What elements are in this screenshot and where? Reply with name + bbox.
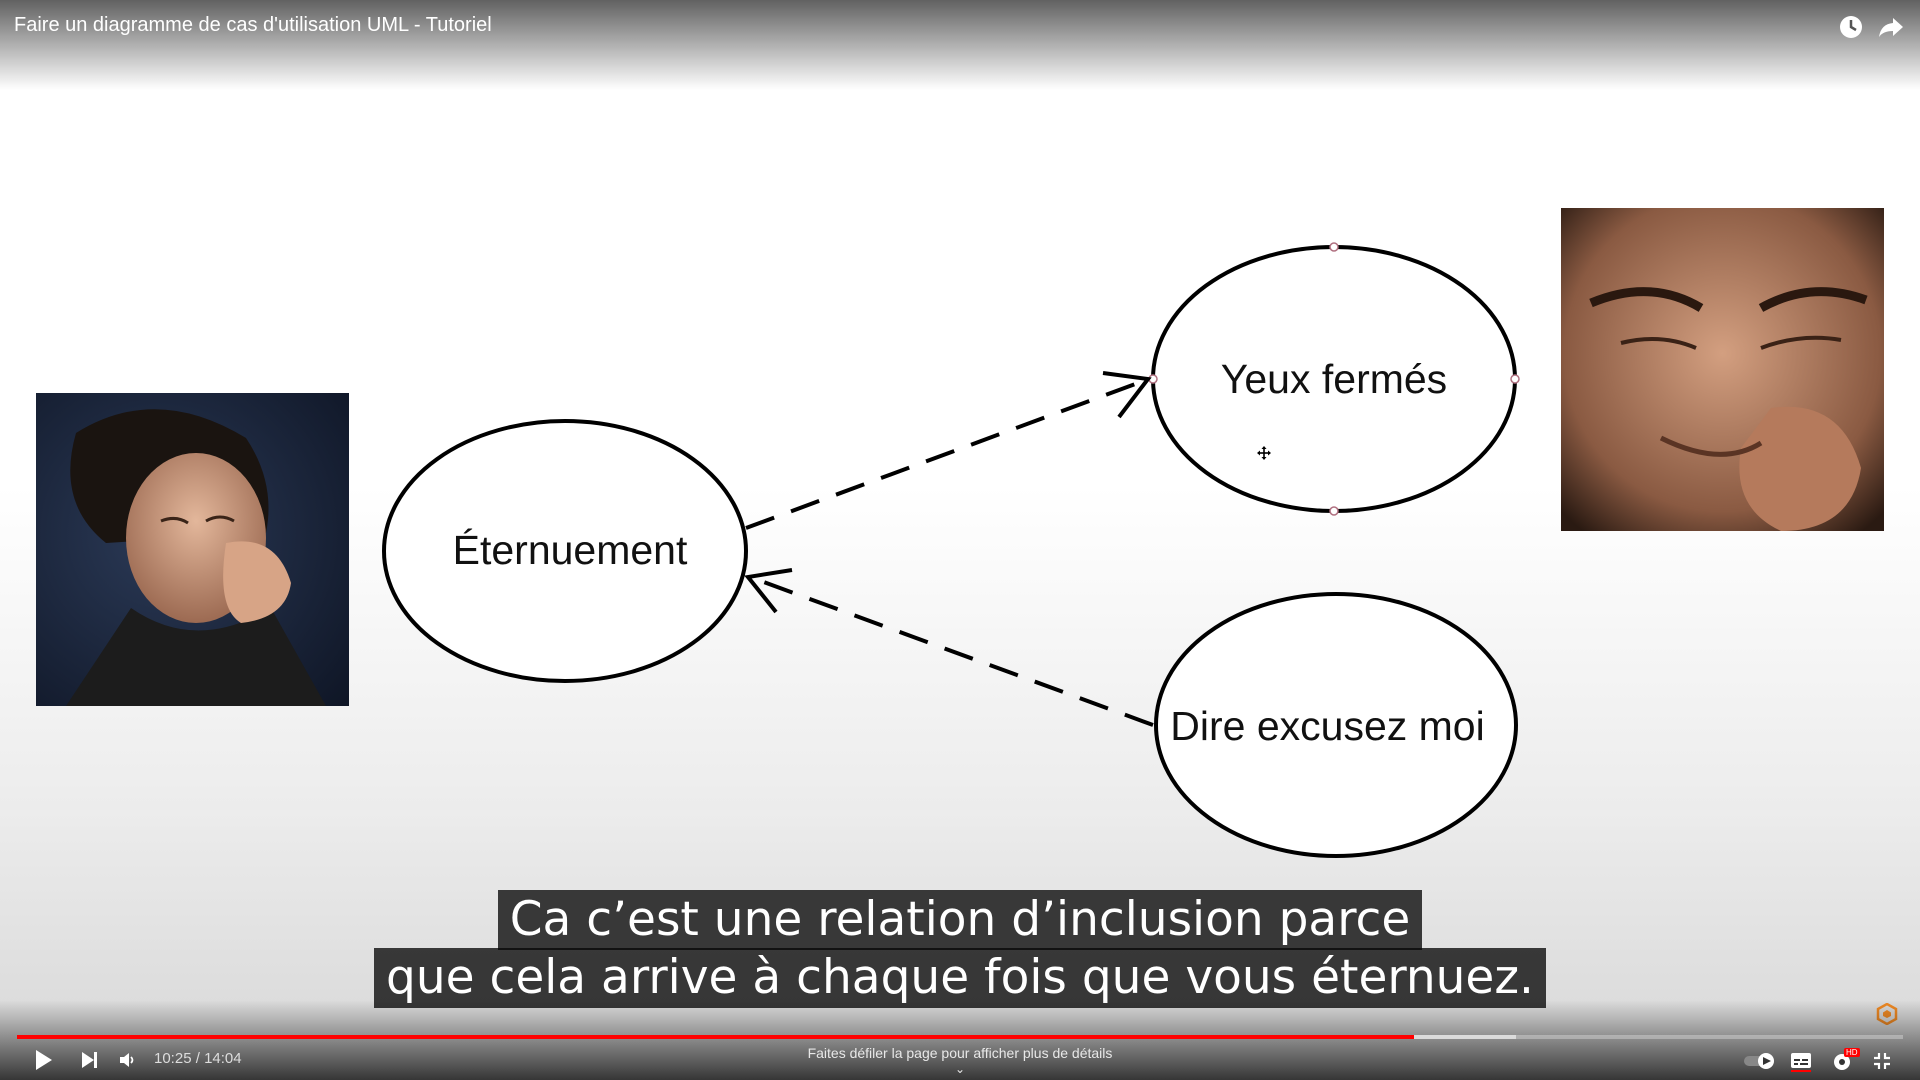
- use-case-excuse-ellipse: [1154, 592, 1518, 858]
- subtitle-line-1: Ca c’est une relation d’inclusion parce: [497, 890, 1423, 950]
- video-title[interactable]: Faire un diagramme de cas d'utilisation …: [14, 14, 492, 36]
- autoplay-toggle-icon[interactable]: [1743, 1052, 1777, 1070]
- selection-handle-bottom: [1329, 506, 1339, 516]
- bottom-gradient: [0, 1000, 1920, 1080]
- use-case-eyes-label: Yeux fermés: [1220, 356, 1448, 402]
- include-arrow-to-eyes: [745, 378, 1147, 530]
- use-case-excuse-label: Dire excusez moi: [1170, 703, 1485, 749]
- include-arrow-from-excuse: [749, 575, 1154, 727]
- hd-badge: HD: [1844, 1048, 1860, 1057]
- closed-eyes-man-photo: [1561, 208, 1884, 531]
- sneezing-woman-photo: [36, 393, 349, 706]
- chevron-down-icon: ⌄: [954, 1062, 966, 1076]
- next-icon[interactable]: [80, 1050, 100, 1070]
- progress-bar[interactable]: [17, 1035, 1903, 1039]
- share-icon[interactable]: [1876, 12, 1906, 42]
- use-case-main-label: Éternuement: [452, 527, 688, 573]
- gear-icon[interactable]: HD: [1832, 1048, 1860, 1072]
- move-cursor-icon: [1257, 446, 1271, 460]
- top-gradient: [0, 0, 1920, 90]
- play-icon[interactable]: [33, 1048, 55, 1072]
- time-total: 14:04: [204, 1050, 242, 1067]
- captions-icon[interactable]: [1790, 1050, 1812, 1072]
- selection-handle-right: [1510, 374, 1520, 384]
- clock-icon[interactable]: [1836, 12, 1866, 42]
- subtitle-line-2-wrap: que cela arrive à chaque fois que vous é…: [0, 948, 1920, 1008]
- include-arrowhead-main: [744, 568, 793, 614]
- scroll-hint[interactable]: Faites défiler la page pour afficher plu…: [0, 1045, 1920, 1075]
- time-display: 10:25 / 14:04: [154, 1050, 242, 1067]
- exit-fullscreen-icon[interactable]: [1872, 1051, 1892, 1071]
- volume-icon[interactable]: [118, 1050, 138, 1070]
- subtitle-line-2: que cela arrive à chaque fois que vous é…: [374, 948, 1546, 1008]
- scroll-hint-text: Faites défiler la page pour afficher plu…: [807, 1045, 1113, 1061]
- selection-handle-top: [1329, 242, 1339, 252]
- use-case-main-ellipse: [382, 419, 748, 683]
- include-arrowhead-eyes: [1102, 371, 1152, 419]
- time-separator: /: [191, 1050, 205, 1067]
- time-current: 10:25: [154, 1050, 192, 1067]
- progress-played: [17, 1035, 1414, 1039]
- subtitle-line-1-wrap: Ca c’est une relation d’inclusion parce: [0, 890, 1920, 950]
